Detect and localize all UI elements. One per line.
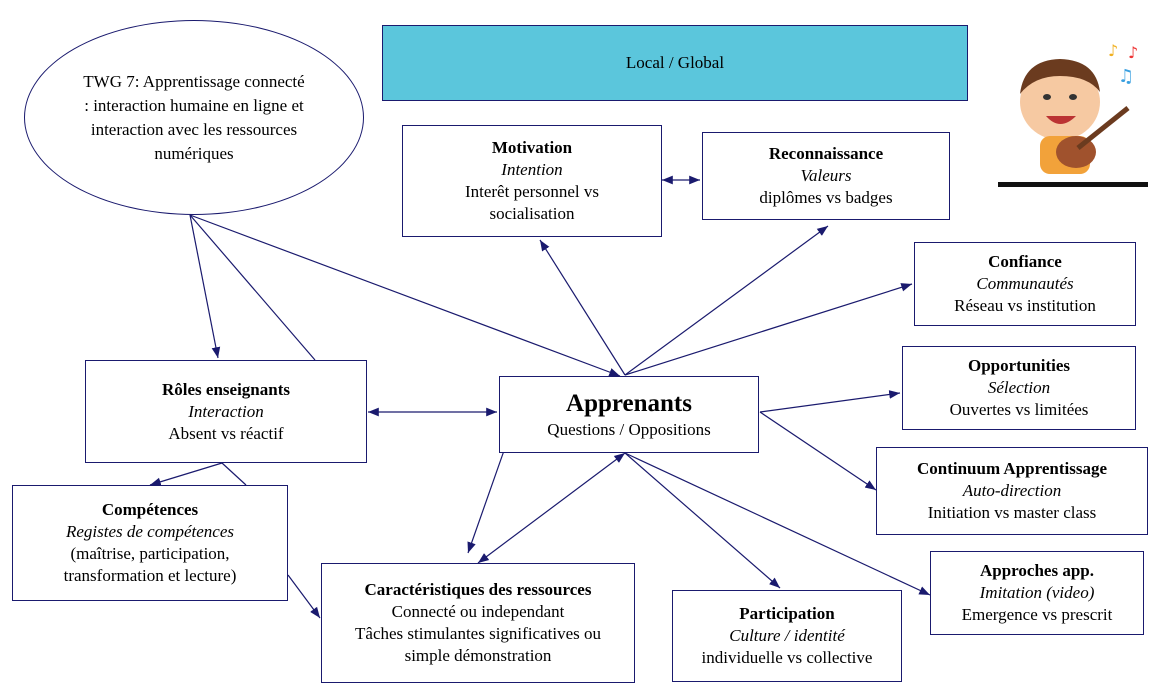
arrow-apprenants-participation bbox=[624, 452, 781, 589]
opportunities-line: Ouvertes vs limitées bbox=[949, 400, 1089, 419]
arrow-apprenants-caracteristiques bbox=[477, 452, 626, 564]
banner-text: Local / Global bbox=[625, 53, 725, 72]
continuum-box: Continuum Apprentissage Auto-direction I… bbox=[876, 447, 1148, 535]
apprenants-box: Apprenants Questions / Oppositions bbox=[499, 376, 759, 453]
participation-sub: Culture / identité bbox=[729, 626, 845, 645]
svg-text:♪: ♪ bbox=[1128, 43, 1138, 62]
approches-sub: Imitation (video) bbox=[979, 583, 1095, 602]
participation-line: individuelle vs collective bbox=[701, 648, 873, 667]
arrow-ellipse-roles bbox=[189, 214, 221, 359]
caracteristiques-line1: Connecté ou independant bbox=[391, 602, 565, 621]
reconnaissance-sub: Valeurs bbox=[800, 166, 852, 185]
motivation-box: Motivation Intention Interêt personnel v… bbox=[402, 125, 662, 237]
arrow-apprenants-reconnaissance bbox=[624, 225, 829, 376]
line-ellipse-roles-2 bbox=[189, 214, 316, 361]
reconnaissance-line: diplômes vs badges bbox=[759, 188, 893, 207]
caracteristiques-line2: Tâches stimulantes significatives ou sim… bbox=[355, 624, 601, 665]
roles-title: Rôles enseignants bbox=[162, 379, 290, 399]
confiance-line: Réseau vs institution bbox=[954, 296, 1096, 315]
arrow-ellipse-apprenants bbox=[189, 214, 621, 377]
line-roles-competences-2 bbox=[221, 462, 247, 486]
local-global-banner: Local / Global bbox=[382, 25, 968, 101]
competences-sub: Registes de compétences bbox=[65, 522, 235, 541]
confiance-title: Confiance bbox=[988, 252, 1062, 271]
competences-box: Compétences Registes de compétences (maî… bbox=[12, 485, 288, 601]
roles-line: Absent vs réactif bbox=[168, 423, 284, 443]
caracteristiques-box: Caractéristiques des ressources Connecté… bbox=[321, 563, 635, 683]
apprenants-subtitle: Questions / Oppositions bbox=[547, 419, 711, 439]
reconnaissance-box: Reconnaissance Valeurs diplômes vs badge… bbox=[702, 132, 950, 220]
motivation-sub: Intention bbox=[501, 160, 563, 179]
arrow-roles-competences bbox=[149, 462, 223, 486]
approches-box: Approches app. Imitation (video) Emergen… bbox=[930, 551, 1144, 635]
approches-line: Emergence vs prescrit bbox=[961, 605, 1113, 624]
svg-text:♫: ♫ bbox=[1118, 66, 1134, 87]
motivation-title: Motivation bbox=[491, 138, 573, 157]
opportunities-box: Opportunities Sélection Ouvertes vs limi… bbox=[902, 346, 1136, 430]
twg7-text: TWG 7: Apprentissage connecté : interact… bbox=[83, 71, 305, 163]
approches-title: Approches app. bbox=[980, 561, 1094, 580]
arrow-apprenants-opportunities bbox=[759, 390, 901, 413]
continuum-line: Initiation vs master class bbox=[927, 503, 1097, 522]
competences-title: Compétences bbox=[101, 500, 199, 519]
reconnaissance-title: Reconnaissance bbox=[768, 144, 884, 163]
motivation-line: Interêt personnel vs socialisation bbox=[464, 182, 600, 223]
apprenants-title: Apprenants bbox=[566, 389, 692, 417]
arrow-apprenants-approches bbox=[624, 452, 931, 596]
confiance-box: Confiance Communautés Réseau vs institut… bbox=[914, 242, 1136, 326]
guitar-boy-illustration: ♪ ♪ ♫ bbox=[998, 32, 1148, 187]
svg-text:♪: ♪ bbox=[1108, 41, 1118, 60]
opportunities-title: Opportunities bbox=[967, 356, 1071, 375]
arrow-competences-caracteristiques bbox=[287, 574, 321, 619]
competences-line: (maîtrise, participation, transformation… bbox=[63, 544, 237, 585]
arrow-apprenants-confiance bbox=[624, 283, 913, 376]
roles-box: Rôles enseignants Interaction Absent vs … bbox=[85, 360, 367, 463]
continuum-sub: Auto-direction bbox=[962, 481, 1062, 500]
participation-box: Participation Culture / identité individ… bbox=[672, 590, 902, 682]
roles-sub: Interaction bbox=[188, 401, 264, 421]
arrow-apprenants-continuum bbox=[759, 411, 877, 491]
participation-title: Participation bbox=[739, 604, 835, 623]
twg7-ellipse: TWG 7: Apprentissage connecté : interact… bbox=[24, 20, 364, 215]
continuum-title: Continuum Apprentissage bbox=[916, 459, 1108, 478]
arrow-apprenants-motivation bbox=[539, 239, 626, 376]
opportunities-sub: Sélection bbox=[987, 378, 1051, 397]
caracteristiques-title: Caractéristiques des ressources bbox=[364, 580, 592, 599]
confiance-sub: Communautés bbox=[976, 274, 1074, 293]
